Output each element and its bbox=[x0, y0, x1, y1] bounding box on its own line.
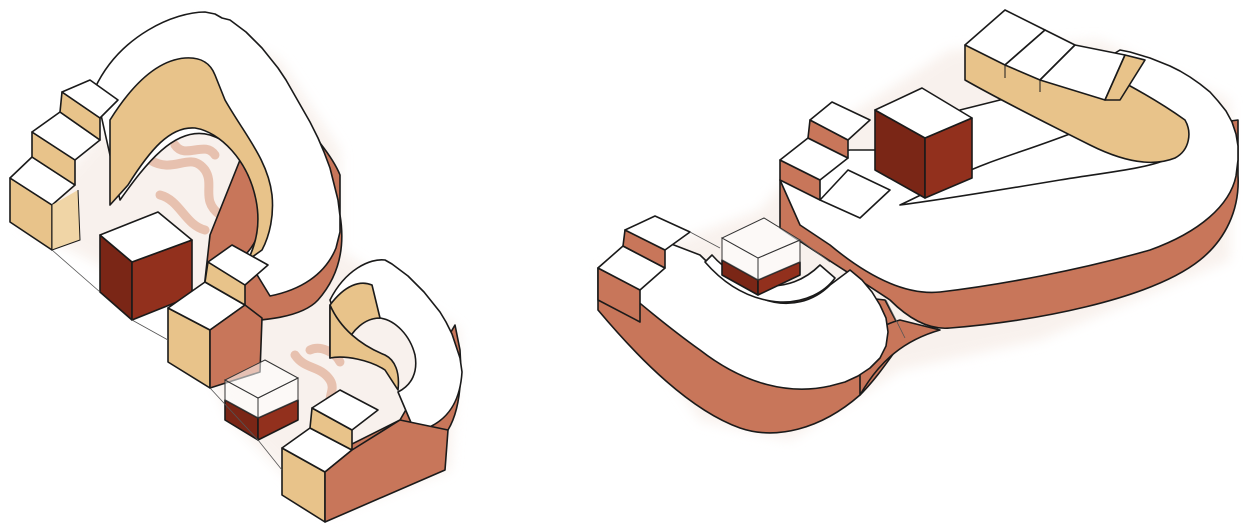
left-bottom-blocks bbox=[281, 389, 449, 523]
left-arch-inner-wall bbox=[109, 57, 274, 261]
left-stepped-blocks bbox=[9, 79, 119, 251]
left-massing-model bbox=[9, 11, 463, 523]
right-ground-lines bbox=[689, 231, 906, 339]
right-upper-stepped-blocks bbox=[964, 9, 1146, 101]
right-upper-inner-wall bbox=[964, 44, 1190, 164]
right-massing-model bbox=[597, 9, 1239, 440]
right-mid-stepped-blocks bbox=[779, 101, 891, 219]
right-u-stepped-blocks bbox=[597, 215, 691, 323]
left-dark-cube bbox=[99, 211, 193, 321]
right-glass-box bbox=[720, 217, 802, 296]
left-glass-box bbox=[223, 359, 300, 441]
left-mid-blocks bbox=[167, 244, 269, 389]
right-dark-cube bbox=[874, 87, 973, 199]
left-ground-lines bbox=[51, 249, 283, 471]
